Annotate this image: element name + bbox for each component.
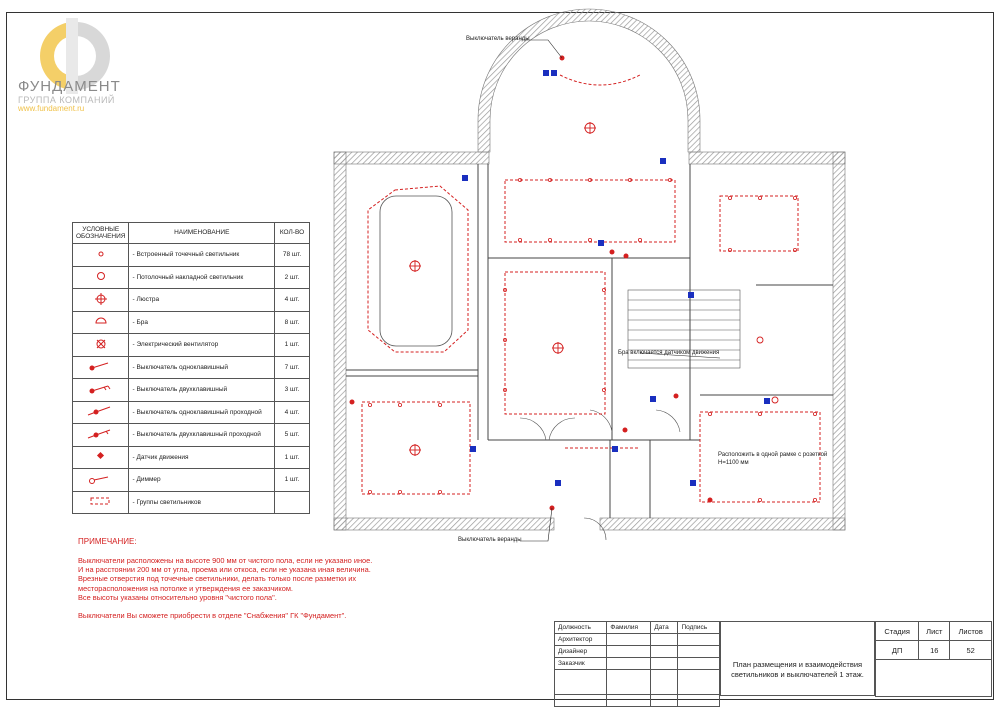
drawing-sheet-frame: [6, 12, 994, 700]
sheet-label: Лист: [918, 621, 951, 641]
fan-icon: [96, 339, 106, 349]
notes-purchase: Выключатели Вы сможете приобрести в отде…: [78, 611, 347, 621]
sconce-motion-label: Бра включается датчиком движения: [618, 350, 720, 356]
sconce-icon: [95, 317, 107, 324]
drawing-title-line1: План размещения и взаимодействия: [732, 660, 863, 669]
logo-url: www.fundament.ru: [18, 104, 85, 113]
logo-subtitle: ГРУППА КОМПАНИЙ: [18, 95, 115, 105]
single-switch-icon: [89, 362, 108, 371]
spot-lights: [367, 177, 818, 502]
title-block-signatures: Должность Фамилия Дата Подпись Архитекто…: [553, 621, 720, 707]
sheets-value: 52: [949, 640, 992, 660]
legend-header-name: НАИМЕНОВАНИЕ: [128, 222, 275, 244]
bathtub: [379, 195, 453, 347]
logo-title: ФУНДАМЕНТ: [18, 78, 121, 95]
veranda-switch-label-top: Выключатель веранды: [466, 36, 530, 42]
dimmer-icon: [88, 476, 108, 484]
double-passthrough-switch-icon: [87, 429, 110, 439]
notes-body: Выключатели расположены на высоте 900 мм…: [78, 556, 418, 620]
stage-value: ДП: [874, 640, 920, 660]
stage-label: Стадия: [874, 621, 920, 641]
lighting-groups: [361, 74, 821, 503]
ceiling-light-icon: [96, 272, 105, 281]
ceiling-lights: [756, 336, 779, 404]
legend-header-count: КОЛ-ВО: [274, 222, 310, 244]
spot-light-icon: [98, 251, 104, 257]
double-switch-icon: [89, 385, 111, 394]
sheet-value: 16: [918, 640, 951, 660]
veranda-switch-label-bottom: Выключатель веранды: [458, 537, 522, 543]
chandelier-icon: [94, 292, 107, 305]
drawing-title-line2: светильников и выключателей 1 этаж.: [731, 670, 864, 679]
interior-partitions: [346, 164, 833, 518]
motion-sensor-icon: [96, 452, 104, 460]
single-passthrough-switch-icon: [87, 406, 110, 416]
legend-row: - Группы светильников: [71, 490, 310, 514]
switches: [349, 55, 770, 511]
notes-heading: ПРИМЕЧАНИЕ:: [78, 537, 137, 546]
legend-table: УСЛОВНЫЕ ОБОЗНАЧЕНИЯ НАИМЕНОВАНИЕ КОЛ-ВО…: [71, 222, 310, 514]
legend-header-symbol: УСЛОВНЫЕ ОБОЗНАЧЕНИЯ: [71, 222, 130, 244]
socket-height-label: Н=1100 мм: [718, 460, 749, 466]
exterior-walls: [333, 8, 846, 531]
title-block-stage: Стадия Лист Листов ДП 16 52: [874, 621, 992, 697]
socket-frame-label: Расположить в одной рамке с розеткой: [718, 452, 828, 458]
sheets-label: Листов: [949, 621, 992, 641]
chandeliers: [409, 122, 596, 456]
light-group-icon: [90, 497, 110, 505]
doors: [519, 409, 681, 541]
leader-lines: [520, 39, 721, 542]
drawing-title-box: План размещения и взаимодействия светиль…: [720, 621, 875, 696]
staircase: [627, 289, 741, 369]
company-logo: [40, 18, 110, 94]
